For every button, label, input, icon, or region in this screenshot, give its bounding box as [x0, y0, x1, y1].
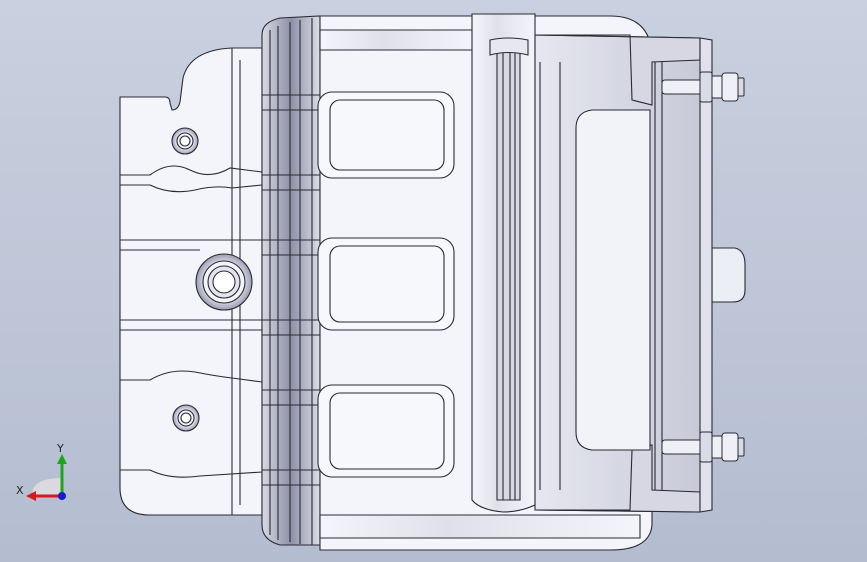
pocket-mid-inner: [329, 245, 445, 323]
side-tab: [711, 247, 746, 303]
triad-plane: [32, 478, 62, 495]
seal-band-inner: [269, 18, 313, 545]
bolt-hole-bottom: [172, 404, 200, 432]
x-axis-arrow: [26, 491, 36, 501]
pocket-mid: [317, 237, 455, 331]
window-frame: [575, 109, 651, 451]
z-axis-dot: [58, 492, 66, 500]
strap-rib: [496, 44, 521, 501]
flange-ridge-bottom: [120, 370, 263, 383]
bottom-strip: [319, 514, 641, 539]
x-axis-label: X: [16, 484, 24, 497]
top-strip: [319, 29, 476, 51]
bolt-hole-top: [171, 127, 199, 155]
pocket-bottom: [317, 384, 455, 478]
center-port: [195, 253, 253, 311]
pocket-top: [317, 91, 455, 179]
strap-neck: [489, 37, 529, 56]
pocket-top-inner: [329, 99, 445, 171]
right-wall: [699, 37, 713, 513]
flange-ridge-top-lower: [120, 184, 263, 193]
strap-rib-lines: [502, 45, 516, 500]
bolt-top: [661, 71, 745, 103]
flange-ridge-bottom2: [120, 469, 263, 478]
band-steps: [262, 94, 320, 486]
y-axis-label: Y: [56, 442, 64, 455]
axis-triad: X Y: [16, 442, 67, 501]
y-axis-arrow: [57, 454, 67, 464]
left-flange: [119, 47, 263, 516]
model-outline: [119, 13, 746, 551]
bolt-bottom: [661, 431, 745, 463]
window-frame-edge: [539, 62, 663, 490]
pocket-bottom-inner: [329, 392, 445, 470]
flange-ridge-top: [120, 165, 263, 176]
